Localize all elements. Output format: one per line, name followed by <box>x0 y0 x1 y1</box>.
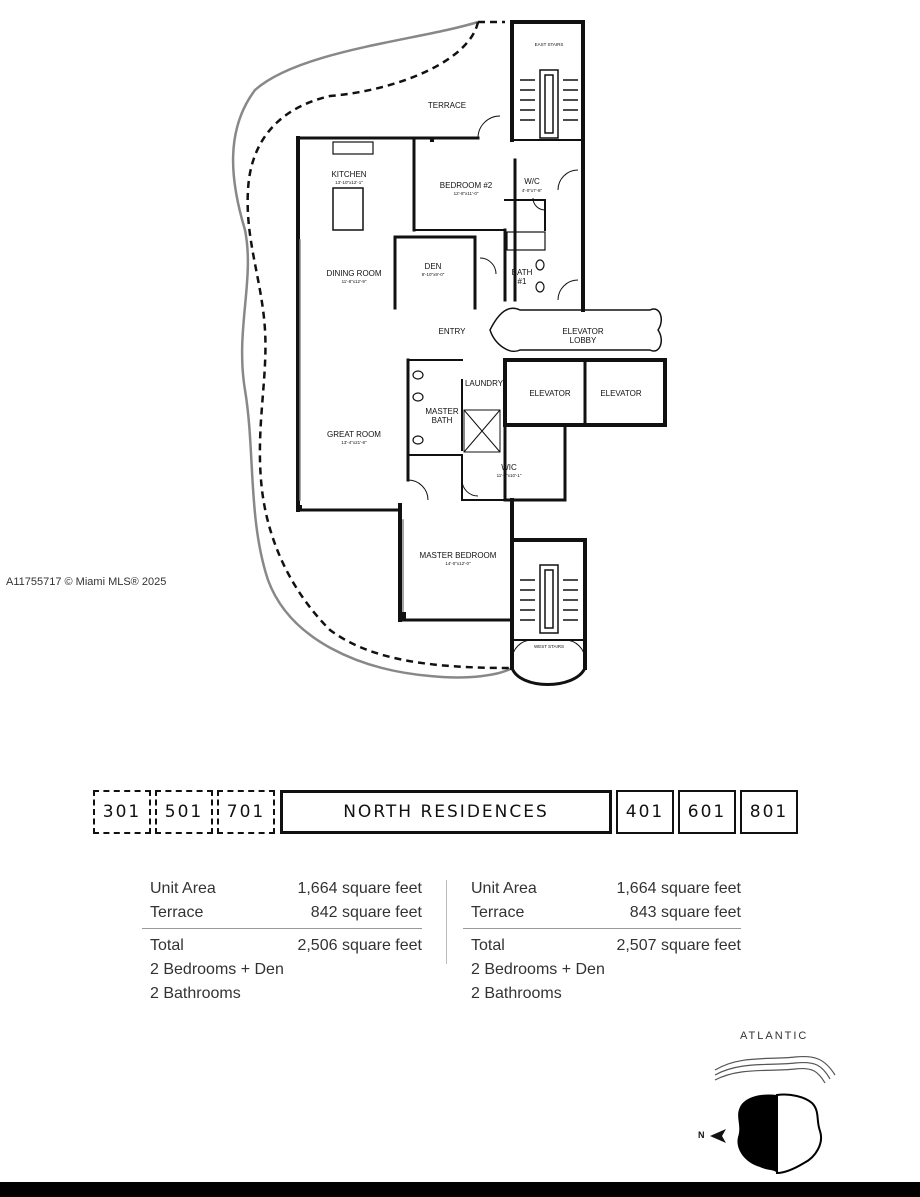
atlantic-label: ATLANTIC <box>740 1030 809 1042</box>
unit-701: 701 <box>217 790 275 834</box>
room-elevator-b: ELEVATOR <box>600 389 642 398</box>
spec-divider <box>142 928 422 929</box>
fixtures <box>412 259 545 445</box>
spec-unit-area-label: Unit Area <box>471 880 537 897</box>
unit-501: 501 <box>155 790 213 834</box>
north-label: N <box>698 1130 705 1140</box>
room-east-stairs: EAST STAIRS <box>535 42 564 47</box>
room-west-stairs: WEST STAIRS <box>534 644 564 649</box>
spec-terrace-label: Terrace <box>150 904 204 921</box>
spec-bedrooms: 2 Bedrooms + Den <box>150 961 284 978</box>
room-laundry: LAUNDRY <box>465 379 504 388</box>
building-site-icon <box>737 1093 822 1175</box>
terrace-edge <box>231 20 513 679</box>
spec-unit-area: 1,664 square feet <box>616 880 741 897</box>
room-dining: DINING ROOM <box>326 269 381 278</box>
room-kitchen-dim: 13'-10"x12'-1" <box>335 180 363 185</box>
bathtub <box>506 231 546 251</box>
room-master-bedroom: MASTER BEDROOM <box>420 551 497 560</box>
spec-total-label: Total <box>471 937 505 954</box>
spec-total: 2,507 square feet <box>616 937 741 954</box>
specs-left: Unit Area 1,664 square feet Terrace 842 sq… <box>142 880 422 1009</box>
west-stairs-drawing <box>520 564 578 634</box>
room-wic-1-dim: 4'-0"x7'-8" <box>522 188 543 193</box>
wall-posts <box>296 138 434 620</box>
room-master-bath-2: BATH <box>432 416 453 425</box>
room-bedroom-2: BEDROOM #2 <box>440 181 493 190</box>
room-den-dim: 9'-10"x9'-0" <box>422 272 445 277</box>
unit-601: 601 <box>678 790 736 834</box>
room-elevator-a: ELEVATOR <box>529 389 571 398</box>
walls <box>296 20 667 686</box>
spec-unit-area-label: Unit Area <box>150 880 216 897</box>
mls-watermark: A11755717 © Miami MLS® 2025 <box>6 576 167 588</box>
spec-divider <box>463 928 741 929</box>
room-den: DEN <box>425 262 442 271</box>
room-bath-1-num: #1 <box>518 277 527 286</box>
north-residences-title: NORTH RESIDENCES <box>280 790 612 834</box>
room-elevator-lobby-2: LOBBY <box>570 336 597 345</box>
room-bedroom-2-dim: 12'-8"x11'-0" <box>454 191 479 196</box>
spec-total-label: Total <box>150 937 184 954</box>
ocean-waves-icon <box>714 1055 836 1084</box>
spec-bedrooms: 2 Bedrooms + Den <box>471 961 605 978</box>
room-master-bath: MASTER <box>425 407 459 416</box>
spec-unit-area: 1,664 square feet <box>297 880 422 897</box>
spec-total: 2,506 square feet <box>297 937 422 954</box>
room-kitchen: KITCHEN <box>331 170 366 179</box>
bottom-bar <box>0 1182 920 1197</box>
room-dining-dim: 11'-8"x12'-9" <box>342 279 367 284</box>
unit-301: 301 <box>93 790 151 834</box>
kitchen-island <box>332 187 364 231</box>
floor-plan: TERRACE EAST STAIRS KITCHEN 13'-10"x12'-… <box>231 20 667 686</box>
room-great-room: GREAT ROOM <box>327 430 381 439</box>
east-stairs-drawing <box>520 69 578 139</box>
unit-401: 401 <box>616 790 674 834</box>
specs-vertical-divider <box>446 880 447 964</box>
site-orientation-graphic <box>710 1055 836 1175</box>
unit-801: 801 <box>740 790 798 834</box>
room-elevator-lobby: ELEVATOR <box>562 327 604 336</box>
room-wic-1: W/C <box>524 177 540 186</box>
room-wic-2-dim: 11'-3"x10'-1" <box>497 473 522 478</box>
room-great-room-dim: 13'-4"x21'-8" <box>341 440 367 445</box>
spec-terrace: 842 square feet <box>310 904 422 921</box>
specs-right: Unit Area 1,664 square feet Terrace 843 sq… <box>463 880 741 1009</box>
room-master-bedroom-dim: 14'-0"x12'-0" <box>445 561 471 566</box>
room-entry: ENTRY <box>439 327 467 336</box>
master-shower <box>463 409 501 453</box>
room-wic-2: WIC <box>501 463 517 472</box>
spec-bathrooms: 2 Bathrooms <box>150 985 241 1002</box>
room-bath-1: BATH <box>512 268 533 277</box>
spec-terrace-label: Terrace <box>471 904 525 921</box>
spec-bathrooms: 2 Bathrooms <box>471 985 562 1002</box>
terrace-dashed-boundary <box>246 20 511 670</box>
north-arrow-icon <box>710 1129 726 1143</box>
kitchen-counter <box>332 141 374 155</box>
room-terrace: TERRACE <box>428 101 466 110</box>
elevator-lobby-outline <box>489 307 662 352</box>
door-swings <box>407 115 586 661</box>
spec-terrace: 843 square feet <box>629 904 741 921</box>
